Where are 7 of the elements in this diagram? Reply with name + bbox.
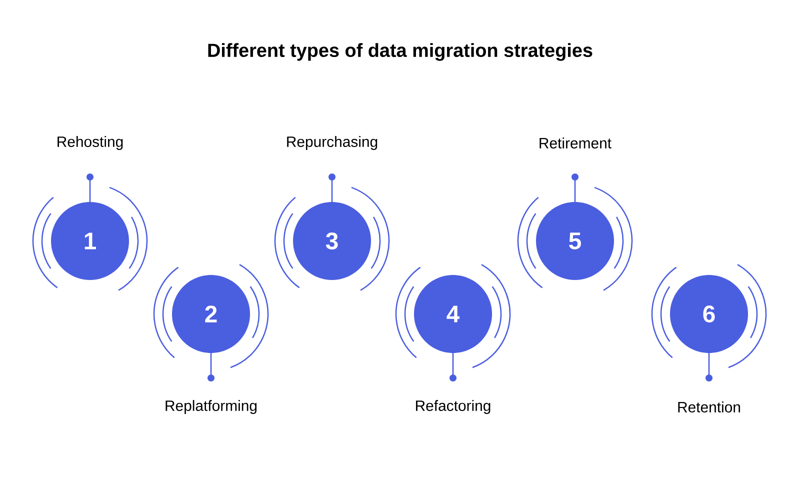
step-label: Refactoring <box>416 400 490 414</box>
step-label: Retention <box>678 402 740 412</box>
step-label: Repurchasing <box>287 136 378 150</box>
step-label: Retirement <box>540 138 612 148</box>
step-label: Rehosting <box>58 136 123 150</box>
title: Different types of data migration strategies <box>208 43 592 61</box>
step-label: Replatforming <box>166 400 257 414</box>
